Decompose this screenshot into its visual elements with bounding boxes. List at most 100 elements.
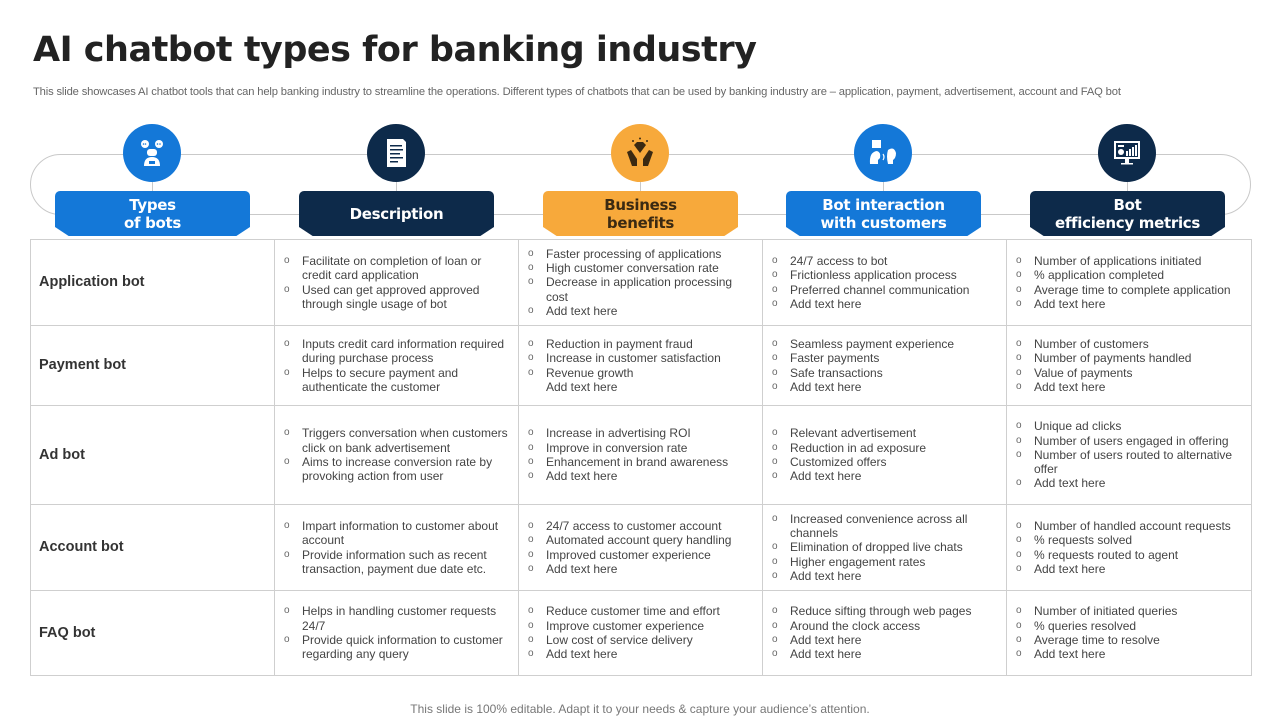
- list-item: Faster payments: [771, 351, 1000, 366]
- list-item: Frictionless application process: [771, 268, 1000, 283]
- chatbot-robot-icon: [123, 124, 181, 182]
- row-header: Account bot: [30, 504, 275, 591]
- list-item: Add text here: [1015, 476, 1245, 491]
- list-item: Revenue growth: [527, 366, 756, 381]
- benefits-cell: Faster processing of applications High c…: [518, 239, 763, 326]
- list-item: Number of payments handled: [1015, 351, 1245, 366]
- description-cell: Triggers conversation when customers cli…: [274, 405, 519, 505]
- list-item: Add text here: [527, 647, 756, 662]
- diamond-hands-icon: [611, 124, 669, 182]
- slide-footer: This slide is 100% editable. Adapt it to…: [410, 702, 870, 716]
- list-item: % requests routed to agent: [1015, 548, 1245, 563]
- list-item: 24/7 access to bot: [771, 254, 1000, 269]
- list-item: Add text here: [527, 304, 756, 319]
- list-item: Provide information such as recent trans…: [283, 548, 512, 577]
- column-header-metrics: Bot efficiency metrics: [1030, 124, 1225, 236]
- list-item: High customer conversation rate: [527, 261, 756, 276]
- metrics-cell: Number of applications initiated % appli…: [1006, 239, 1252, 326]
- list-item: Around the clock access: [771, 619, 1000, 634]
- list-item: % requests solved: [1015, 533, 1245, 548]
- table-row: Account bot Impart information to custom…: [30, 504, 1252, 591]
- slide-title: AI chatbot types for banking industry: [33, 30, 757, 70]
- column-header-description: Description: [299, 124, 494, 236]
- list-item: Increased convenience across all channel…: [771, 512, 1000, 541]
- row-header: Ad bot: [30, 405, 275, 505]
- column-label-interaction: Bot interaction with customers: [786, 191, 981, 236]
- document-icon: [367, 124, 425, 182]
- column-header-types: Types of bots: [55, 124, 250, 236]
- benefits-cell: Reduction in payment fraud Increase in c…: [518, 325, 763, 406]
- benefits-cell: 24/7 access to customer account Automate…: [518, 504, 763, 591]
- list-item: Triggers conversation when customers cli…: [283, 426, 512, 455]
- list-item: Add text here: [1015, 297, 1245, 312]
- list-item: Preferred channel communication: [771, 283, 1000, 298]
- column-label-types: Types of bots: [55, 191, 250, 236]
- slide-subtitle: This slide showcases AI chatbot tools th…: [33, 86, 1121, 98]
- description-cell: Inputs credit card information required …: [274, 325, 519, 406]
- list-item: Average time to resolve: [1015, 633, 1245, 648]
- list-item: Add text here: [1015, 647, 1245, 662]
- row-header: FAQ bot: [30, 590, 275, 676]
- list-item: Add text here: [771, 569, 1000, 584]
- list-item: Add text here: [1015, 562, 1245, 577]
- column-label-benefits: Business benefits: [543, 191, 738, 236]
- list-item: Safe transactions: [771, 366, 1000, 381]
- interaction-cell: Seamless payment experience Faster payme…: [762, 325, 1007, 406]
- metrics-cell: Number of customers Number of payments h…: [1006, 325, 1252, 406]
- list-item: Number of users engaged in offering: [1015, 434, 1245, 449]
- list-item: Add text here: [527, 469, 756, 484]
- list-item: Add text here: [771, 297, 1000, 312]
- list-item: % queries resolved: [1015, 619, 1245, 634]
- list-item: Add text here: [1015, 380, 1245, 395]
- list-item: Improve customer experience: [527, 619, 756, 634]
- list-item: Reduction in ad exposure: [771, 441, 1000, 456]
- list-item: Customized offers: [771, 455, 1000, 470]
- speaking-listening-icon: [854, 124, 912, 182]
- list-item: Automated account query handling: [527, 533, 756, 548]
- description-cell: Impart information to customer about acc…: [274, 504, 519, 591]
- list-item: Average time to complete application: [1015, 283, 1245, 298]
- description-cell: Facilitate on completion of loan or cred…: [274, 239, 519, 326]
- list-item: Number of applications initiated: [1015, 254, 1245, 269]
- interaction-cell: Increased convenience across all channel…: [762, 504, 1007, 591]
- column-header-interaction: Bot interaction with customers: [786, 124, 981, 236]
- list-item: Value of payments: [1015, 366, 1245, 381]
- description-cell: Helps in handling customer requests 24/7…: [274, 590, 519, 676]
- benefits-cell: Increase in advertising ROI Improve in c…: [518, 405, 763, 505]
- list-item: Increase in customer satisfaction: [527, 351, 756, 366]
- list-item: Number of initiated queries: [1015, 604, 1245, 619]
- chatbot-types-table: Application bot Facilitate on completion…: [30, 239, 1252, 676]
- list-item: Number of handled account requests: [1015, 519, 1245, 534]
- column-label-metrics: Bot efficiency metrics: [1030, 191, 1225, 236]
- row-header: Application bot: [30, 239, 275, 326]
- list-item: Enhancement in brand awareness: [527, 455, 756, 470]
- list-item: Helps to secure payment and authenticate…: [283, 366, 512, 395]
- list-item: Add text here: [771, 380, 1000, 395]
- list-item: Add text here: [771, 647, 1000, 662]
- list-item: Faster processing of applications: [527, 247, 756, 262]
- list-item: Low cost of service delivery: [527, 633, 756, 648]
- list-item: Number of users routed to alternative of…: [1015, 448, 1245, 477]
- list-item: Improve in conversion rate: [527, 441, 756, 456]
- list-item: Reduce customer time and effort: [527, 604, 756, 619]
- list-item: Add text here: [771, 633, 1000, 648]
- monitor-chart-icon: [1098, 124, 1156, 182]
- list-item: Reduction in payment fraud: [527, 337, 756, 352]
- table-row: Ad bot Triggers conversation when custom…: [30, 405, 1252, 505]
- list-item: 24/7 access to customer account: [527, 519, 756, 534]
- interaction-cell: Reduce sifting through web pages Around …: [762, 590, 1007, 676]
- metrics-cell: Number of handled account requests % req…: [1006, 504, 1252, 591]
- column-header-benefits: Business benefits: [543, 124, 738, 236]
- list-item: Increase in advertising ROI: [527, 426, 756, 441]
- benefits-cell: Reduce customer time and effort Improve …: [518, 590, 763, 676]
- list-item: % application completed: [1015, 268, 1245, 283]
- table-row: Application bot Facilitate on completion…: [30, 239, 1252, 326]
- list-item: Add text here: [771, 469, 1000, 484]
- list-item: Reduce sifting through web pages: [771, 604, 1000, 619]
- list-item: Helps in handling customer requests 24/7: [283, 604, 512, 633]
- table-row: Payment bot Inputs credit card informati…: [30, 325, 1252, 406]
- list-item: Impart information to customer about acc…: [283, 519, 512, 548]
- table-row: FAQ bot Helps in handling customer reque…: [30, 590, 1252, 676]
- interaction-cell: 24/7 access to bot Frictionless applicat…: [762, 239, 1007, 326]
- metrics-cell: Unique ad clicks Number of users engaged…: [1006, 405, 1252, 505]
